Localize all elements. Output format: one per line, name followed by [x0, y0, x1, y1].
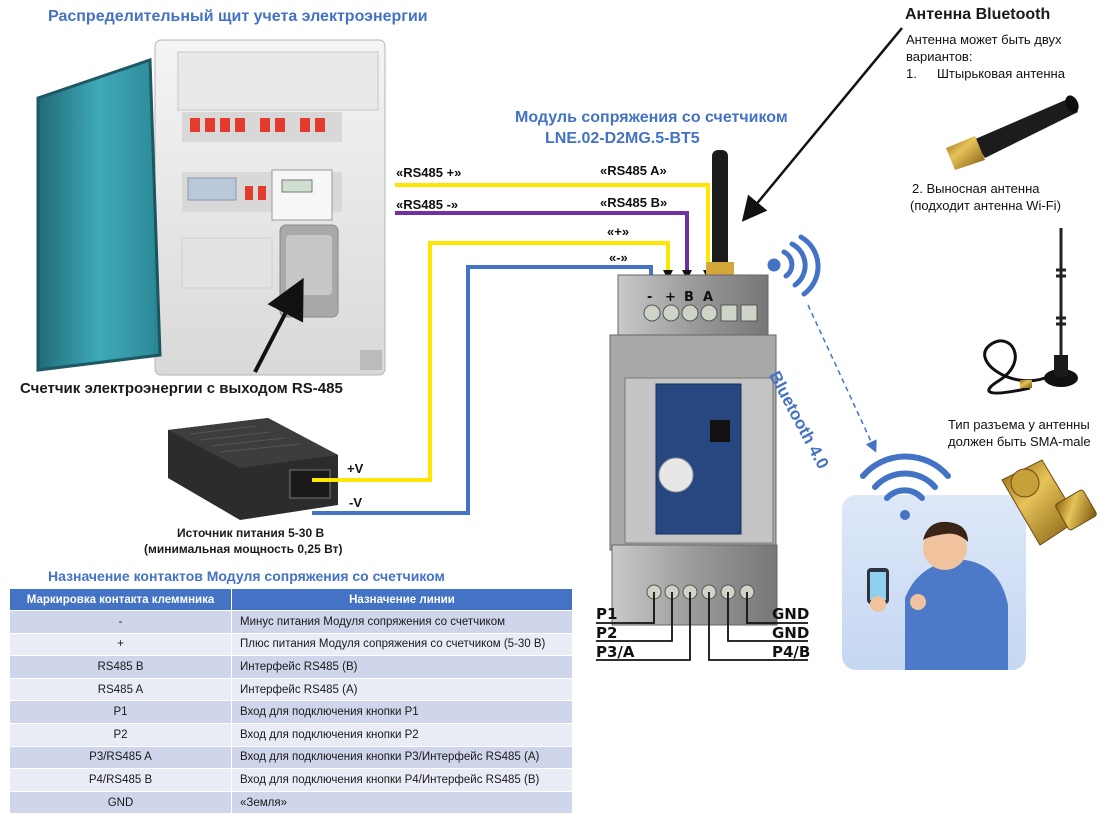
cabinet-door: [36, 57, 162, 372]
pin-purpose: «Земля»: [231, 790, 573, 814]
antenna-intro-line1: Антенна может быть двух: [906, 32, 1062, 47]
pin-purpose: Интерфейс RS485 (A): [231, 677, 573, 702]
meter-pointer-arrow: [253, 277, 304, 373]
table-header-row: Маркировка контакта клеммника Назначение…: [9, 588, 573, 611]
terminal-gnd-1: GND: [772, 605, 810, 623]
terminal-label-a: A: [703, 290, 714, 305]
table-title: Назначение контактов Модуля сопряжения с…: [48, 568, 445, 584]
pin-purpose: Вход для подключения кнопки P2: [231, 722, 573, 747]
pin-marking: P2: [9, 722, 232, 747]
psu-label-minus: -V: [349, 495, 362, 510]
electrical-cabinet: [154, 39, 386, 376]
terminal-gnd-2: GND: [772, 624, 810, 642]
wire-label-plus: «+»: [607, 224, 630, 239]
table-row: -Минус питания Модуля сопряжения со счет…: [9, 610, 573, 634]
pin-marking: P4/RS485 B: [9, 768, 232, 792]
antenna-intro-line2: вариантов:: [906, 49, 973, 64]
antenna-option2-line1: 2. Выносная антенна: [912, 181, 1040, 196]
antenna-title: Антенна Bluetooth: [905, 6, 1051, 23]
pin-purpose: Вход для подключения кнопки P4/Интерфейс…: [231, 768, 573, 792]
pin-marking: GND: [9, 790, 232, 814]
pin-assignment-table: Маркировка контакта клеммника Назначение…: [9, 588, 573, 814]
antenna-option1-number: 1.: [906, 66, 917, 81]
pin-purpose: Минус питания Модуля сопряжения со счетч…: [231, 610, 573, 634]
person-wifi-icon: [860, 453, 951, 520]
pin-marking: P1: [9, 700, 232, 724]
bottom-leads: [596, 592, 808, 661]
terminal-label-plus: +: [665, 290, 676, 305]
wire-rs485-a: [395, 183, 710, 270]
wire-label-rs485-b: «RS485 B»: [600, 195, 668, 210]
terminal-label-minus: -: [647, 290, 653, 305]
terminal-p1: P1: [596, 605, 618, 623]
pin-marking: -: [9, 610, 232, 634]
terminal-label-b: B: [684, 290, 694, 305]
psu-caption-line2: (минимальная мощность 0,25 Вт): [144, 542, 343, 556]
wires-group: [312, 183, 710, 515]
pin-purpose: Интерфейс RS485 (B): [231, 655, 573, 679]
pin-purpose: Плюс питания Модуля сопряжения со счетчи…: [231, 632, 573, 657]
power-supply: [168, 418, 338, 520]
wire-label-rs485-plus: «RS485 +»: [396, 165, 462, 180]
module-bluetooth-waves: [767, 234, 821, 297]
wire-rs485-b: [395, 211, 689, 270]
terminal-p3a: P3/A: [596, 643, 635, 661]
pin-purpose: Вход для подключения кнопки P1: [231, 700, 573, 724]
wire-label-minus: «-»: [609, 250, 628, 265]
antenna-pointer-arrow: [741, 27, 903, 222]
pin-purpose: Вход для подключения кнопки P3/Интерфейс…: [231, 745, 573, 770]
psu-label-plus: +V: [347, 461, 364, 476]
wire-power-minus: [312, 265, 653, 515]
psu-caption-line1: Источник питания 5-30 В: [177, 526, 325, 540]
wire-label-rs485-a: «RS485 A»: [600, 163, 667, 178]
table-row: +Плюс питания Модуля сопряжения со счетч…: [9, 632, 573, 657]
header-line-purpose: Назначение линии: [231, 588, 573, 611]
connector-note-line1: Тип разъема у антенны: [948, 417, 1090, 432]
person-with-phone: [842, 495, 1026, 670]
pin-marking: +: [9, 632, 232, 657]
stub-antenna: [712, 150, 728, 270]
antenna-option1: Штырьковая антенна: [937, 66, 1065, 81]
panel-title: Распределительный щит учета электроэнерг…: [48, 8, 428, 25]
header-terminal-marking: Маркировка контакта клеммника: [9, 588, 232, 611]
meter-caption: Счетчик электроэнергии с выходом RS-485: [20, 380, 343, 397]
stub-antenna-photo: [946, 95, 1079, 170]
pin-marking: P3/RS485 A: [9, 745, 232, 770]
wire-label-rs485-minus: «RS485 -»: [396, 197, 459, 212]
table-row: GND«Земля»: [9, 790, 573, 814]
bluetooth-link-dashed: [807, 304, 877, 453]
interface-module: [609, 150, 778, 626]
pin-marking: RS485 A: [9, 677, 232, 702]
module-model: LNE.02-D2MG.5-BT5: [545, 130, 700, 147]
terminal-p2: P2: [596, 624, 618, 642]
wire-power-plus: [312, 241, 670, 482]
sma-connector-photo: [1001, 459, 1097, 546]
pin-marking: RS485 B: [9, 655, 232, 679]
module-title: Модуль сопряжения со счетчиком: [515, 109, 788, 126]
connector-note-line2: должен быть SMA-male: [948, 434, 1091, 449]
terminal-p4b: P4/B: [772, 643, 811, 661]
antenna-option2-line2: (подходит антенна Wi-Fi): [910, 198, 1061, 213]
external-antenna-photo: [983, 228, 1078, 395]
